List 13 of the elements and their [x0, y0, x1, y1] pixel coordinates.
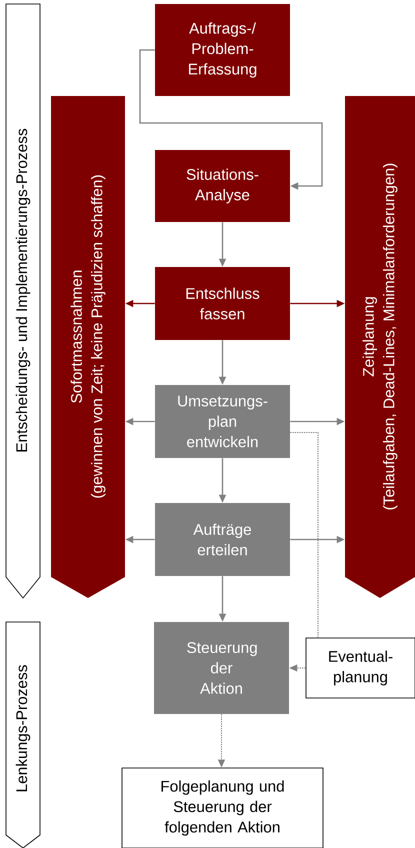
process-box: Folgeplanung und Steuerung der folgenden Aktion: [122, 768, 324, 848]
process-box: Auftrags-/ Problem- Erfassung: [155, 4, 290, 96]
side-band: Sofortmassnahmen (gewinnen von Zeit; keine Präjudizien schaffen): [51, 96, 125, 598]
phase-band: Lenkungs-Prozess: [6, 622, 40, 848]
process-box: Situations- Analyse: [155, 150, 290, 222]
process-box: Steuerung der Aktion: [154, 622, 289, 714]
phase-band: Entscheidungs- und Implementierungs-Prozess: [6, 4, 40, 599]
process-box: Eventual- planung: [306, 638, 415, 698]
process-box: Umsetzungs- plan entwickeln: [155, 385, 290, 458]
process-box: Aufträge erteilen: [155, 503, 290, 576]
side-band: Zeitplanung (Teilaufgaben, Dead-Lines, Minimalanforderungen): [345, 96, 415, 598]
arrow: [139, 49, 323, 190]
process-box: Entschluss fassen: [155, 267, 290, 340]
